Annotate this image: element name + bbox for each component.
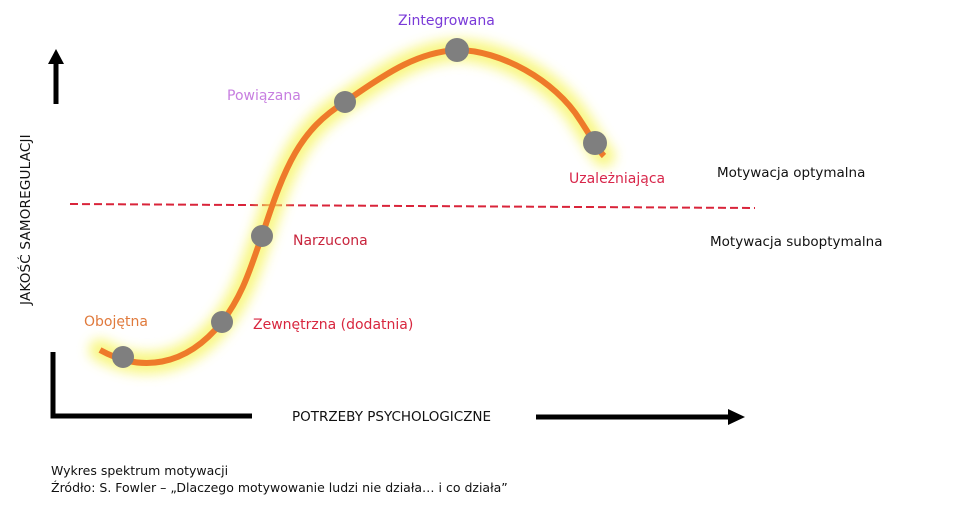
caption-source: Źródło: S. Fowler – „Dlaczego motywowani… [51,480,508,495]
stage-marker-zintegrowana [445,38,469,62]
threshold-dashed-line [69,203,756,209]
x-axis-arrow-icon [536,409,745,425]
zone-label-suboptimal: Motywacja suboptymalna [710,234,883,250]
stage-label-obojetna: Obojętna [84,314,148,330]
stage-marker-narzucona [251,225,273,247]
y-axis-label: JAKOŚĆ SAMOREGULACJI [18,134,34,305]
y-axis-arrow-icon [48,49,64,104]
axes-corner [50,352,252,419]
stage-marker-powiazana [334,91,356,113]
stage-label-uzalezniajaca: Uzależniająca [569,171,666,187]
zone-label-optimal: Motywacja optymalna [717,165,866,181]
stage-marker-zewnetrzna [211,311,233,333]
stage-label-powiazana: Powiązana [227,88,301,104]
stage-marker-uzalezniajaca [583,131,607,155]
x-axis-label: POTRZEBY PSYCHOLOGICZNE [292,409,492,425]
stage-label-narzucona: Narzucona [293,233,368,249]
figure-caption: Wykres spektrum motywacji Źródło: S. Fow… [51,462,508,496]
caption-title: Wykres spektrum motywacji [51,463,229,478]
stage-marker-obojetna [112,346,134,368]
stage-label-zintegrowana: Zintegrowana [398,13,495,29]
stage-label-zewnetrzna: Zewnętrzna (dodatnia) [253,317,414,333]
